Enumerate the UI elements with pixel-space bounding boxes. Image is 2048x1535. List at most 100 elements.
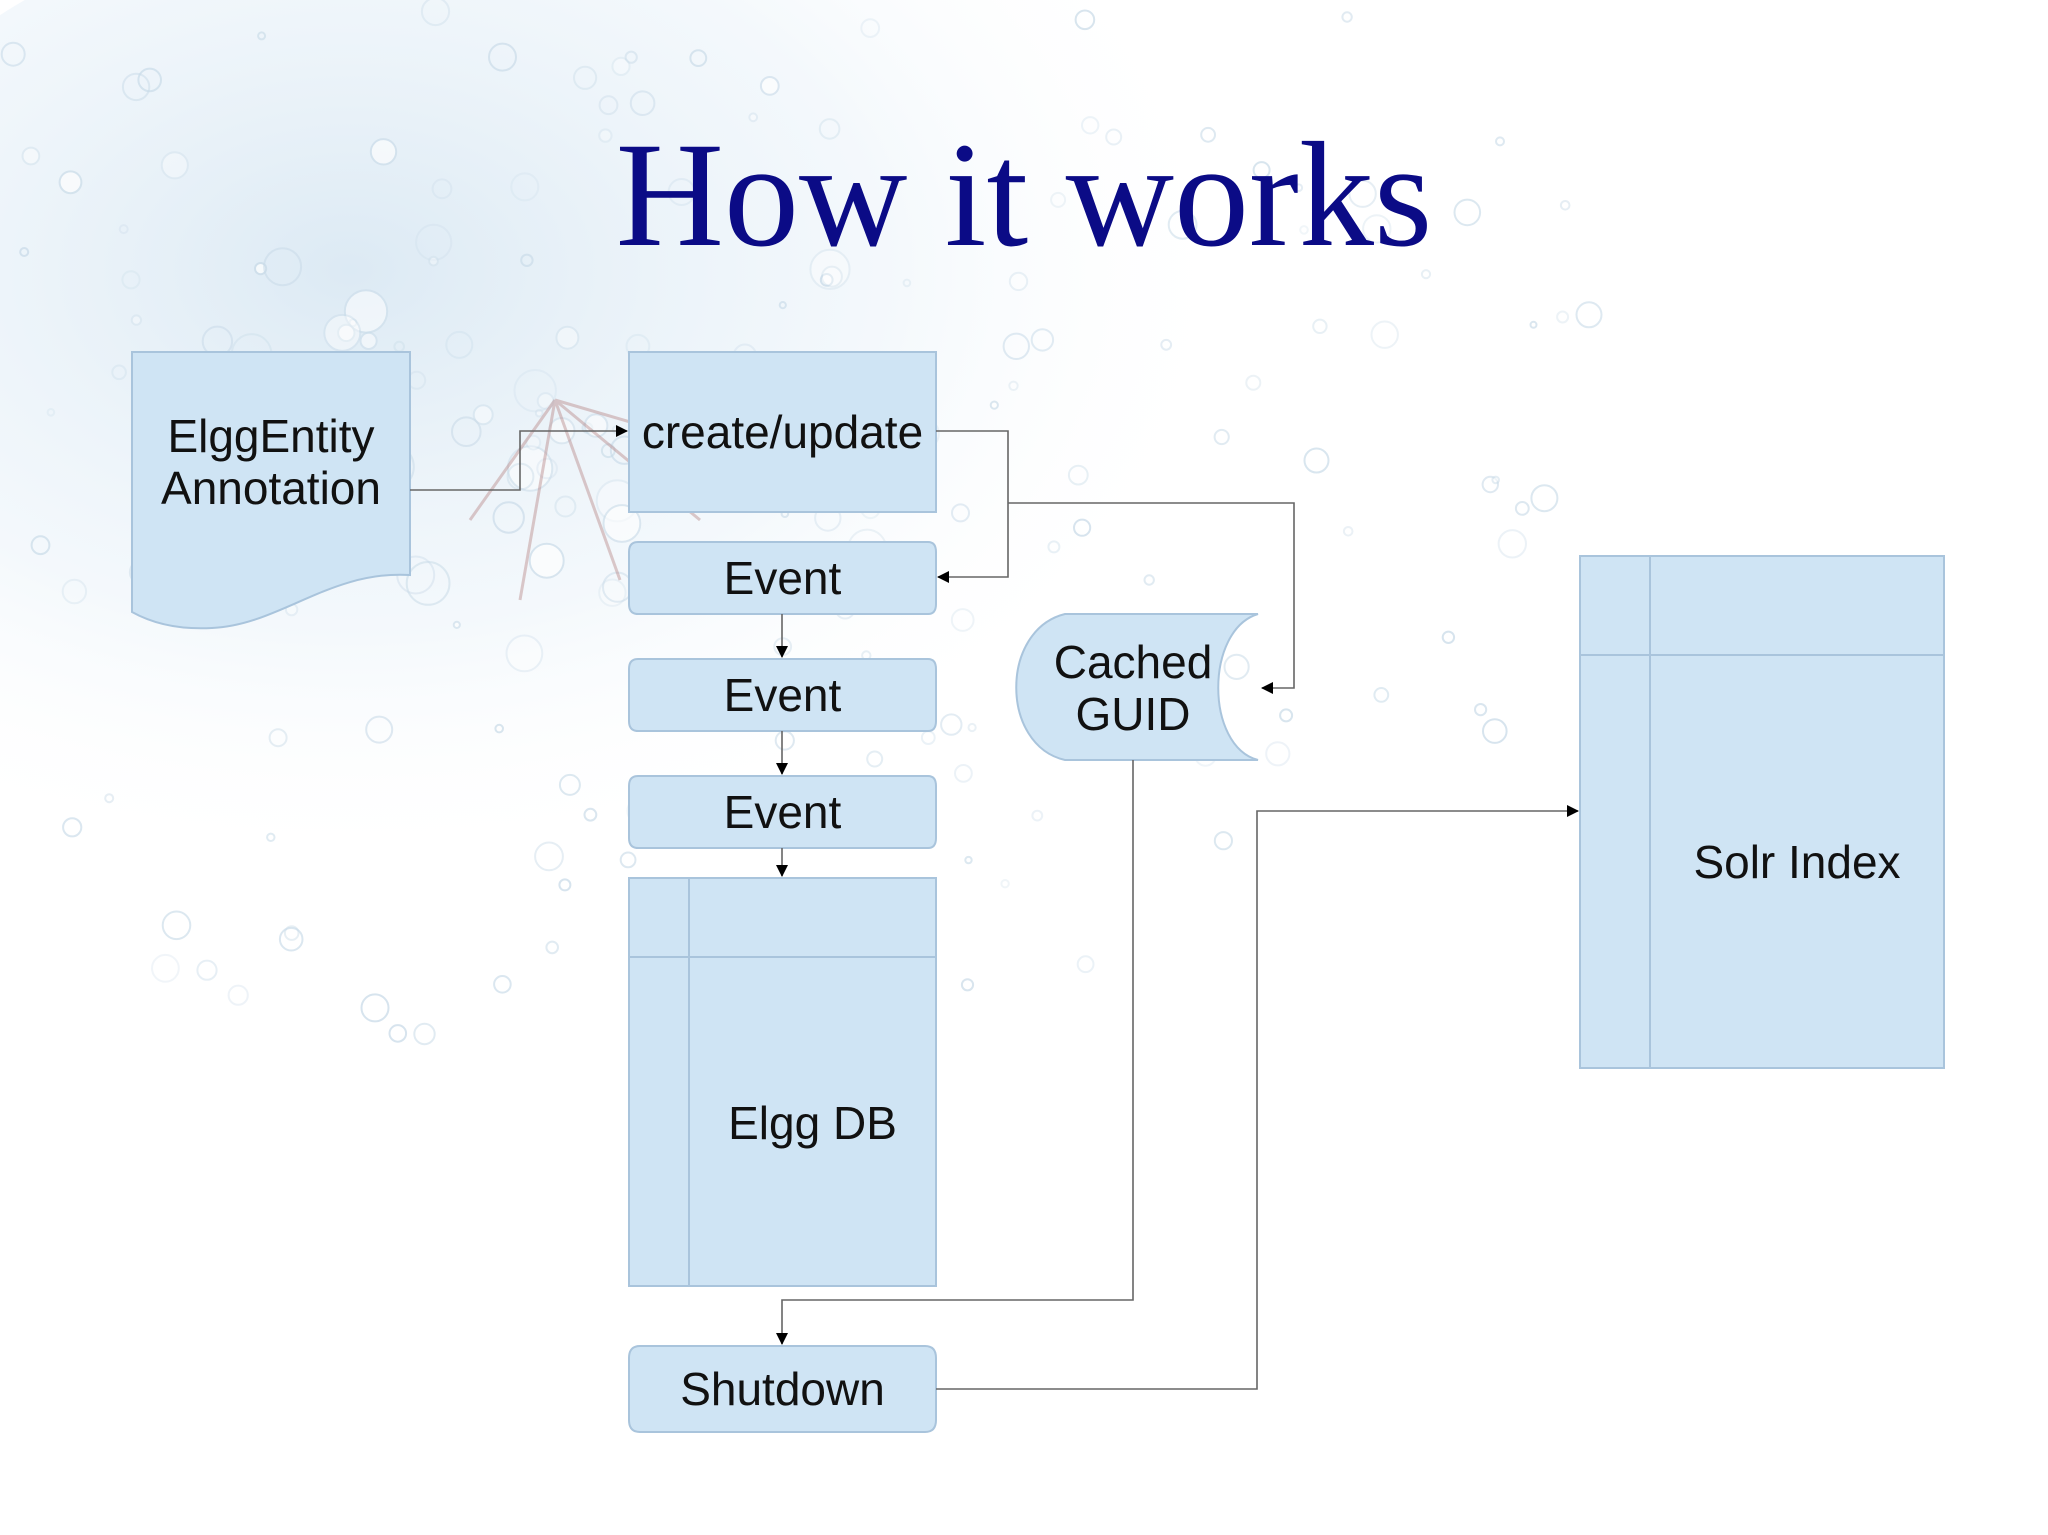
background-bubble (388, 1024, 408, 1043)
background-bubble (420, 0, 451, 27)
background-bubble (866, 750, 884, 768)
background-bubble (445, 330, 474, 359)
event-box-2 (628, 658, 937, 732)
document-shape (131, 351, 411, 630)
background-bubble (558, 773, 581, 796)
index-shape (1579, 555, 1945, 1069)
background-bubble (62, 817, 83, 838)
process-box-create-update (628, 351, 937, 513)
event-label-3: Event (723, 786, 842, 838)
connector-shutdown-to-index (936, 805, 1579, 1390)
index-label: Solr Index (1693, 836, 1901, 888)
background-bubble (415, 223, 453, 261)
background-bubble (534, 408, 544, 418)
background-bubble (598, 128, 613, 143)
background-bubble (1008, 271, 1029, 292)
background-bubble (545, 940, 560, 955)
background-bubble (860, 18, 881, 38)
event-box-1 (628, 541, 937, 615)
background-bubble (337, 323, 356, 343)
background-bubble (1047, 540, 1061, 554)
background-bubble (573, 65, 598, 90)
background-bubble (1160, 338, 1173, 351)
background-bubble (161, 910, 192, 941)
connector-process-to-cache (1008, 502, 1295, 694)
background-bubble (558, 878, 572, 892)
background-bubble (1514, 501, 1530, 516)
page-title: How it works (615, 112, 1433, 278)
cache-shape (1015, 613, 1259, 761)
background-bubble (1279, 708, 1294, 723)
db-shape (628, 877, 937, 1287)
background-bubble (1341, 11, 1353, 23)
background-bubble (505, 634, 544, 673)
background-bubble (1370, 320, 1399, 349)
background-bubble (1441, 630, 1456, 644)
background-bubble (1073, 518, 1092, 537)
background-bubble (536, 457, 558, 480)
background-bubble (263, 247, 303, 287)
connector-document-to-process (410, 425, 628, 491)
background-bubble (960, 978, 975, 992)
background-bubble (130, 314, 143, 326)
background-bubble (137, 67, 162, 93)
background-bubble (1530, 484, 1559, 513)
background-bubble (598, 578, 627, 607)
background-bubble (1342, 526, 1354, 537)
background-bubble (1294, 183, 1304, 192)
background-bubble (428, 255, 439, 267)
background-bubble (472, 404, 494, 426)
background-bubble (598, 95, 619, 116)
background-bubble (1453, 198, 1482, 227)
background-bubble (667, 178, 696, 206)
background-bubble (1213, 428, 1230, 446)
background-bubble (266, 832, 276, 842)
background-bubble (1420, 269, 1432, 280)
background-bubble (1002, 332, 1030, 360)
background-bubble (121, 72, 151, 102)
background-bubble (506, 445, 554, 492)
background-bubble (1559, 200, 1571, 211)
background-bubble (365, 715, 394, 744)
db-label: Elgg DB (728, 1097, 897, 1149)
background-bubble (534, 841, 564, 872)
background-bubble (1348, 179, 1377, 208)
background-bubble (1223, 653, 1250, 681)
connector-process-to-event (936, 430, 1009, 583)
background-bubble (624, 50, 638, 64)
background-bubble (1081, 116, 1100, 135)
background-bubble (954, 764, 973, 783)
background-bubble (510, 172, 540, 202)
background-bubble (600, 443, 616, 459)
background-bubble (619, 851, 637, 869)
background-bubble (268, 728, 288, 748)
background-bubble (1074, 9, 1096, 31)
background-bubble (611, 56, 631, 77)
background-bubble (536, 392, 555, 410)
background-bubble (46, 408, 56, 417)
background-bubble (902, 278, 912, 288)
background-bubble (451, 416, 482, 448)
connector-cache-to-shutdown (776, 760, 1134, 1345)
background-bubble (1213, 831, 1234, 851)
background-bubble (160, 151, 189, 180)
shutdown-label: Shutdown (680, 1363, 885, 1415)
background-bubble (819, 273, 834, 287)
background-bubble (555, 325, 580, 350)
background-bubble (1143, 574, 1155, 586)
background-bubble (196, 959, 218, 981)
background-bubble (360, 993, 390, 1023)
background-bubble (602, 504, 642, 543)
background-bubble (348, 318, 358, 328)
background-bubble (431, 178, 453, 200)
background-bubble (1481, 475, 1500, 494)
document-label: ElggEntity Annotation (161, 410, 381, 514)
background-bubble (493, 975, 512, 994)
background-bubble (257, 31, 267, 41)
background-bubble (820, 265, 843, 288)
background-bubble (343, 289, 389, 334)
background-bubble (778, 301, 787, 310)
background-bubble (1200, 126, 1216, 143)
background-bubble (1495, 136, 1505, 147)
